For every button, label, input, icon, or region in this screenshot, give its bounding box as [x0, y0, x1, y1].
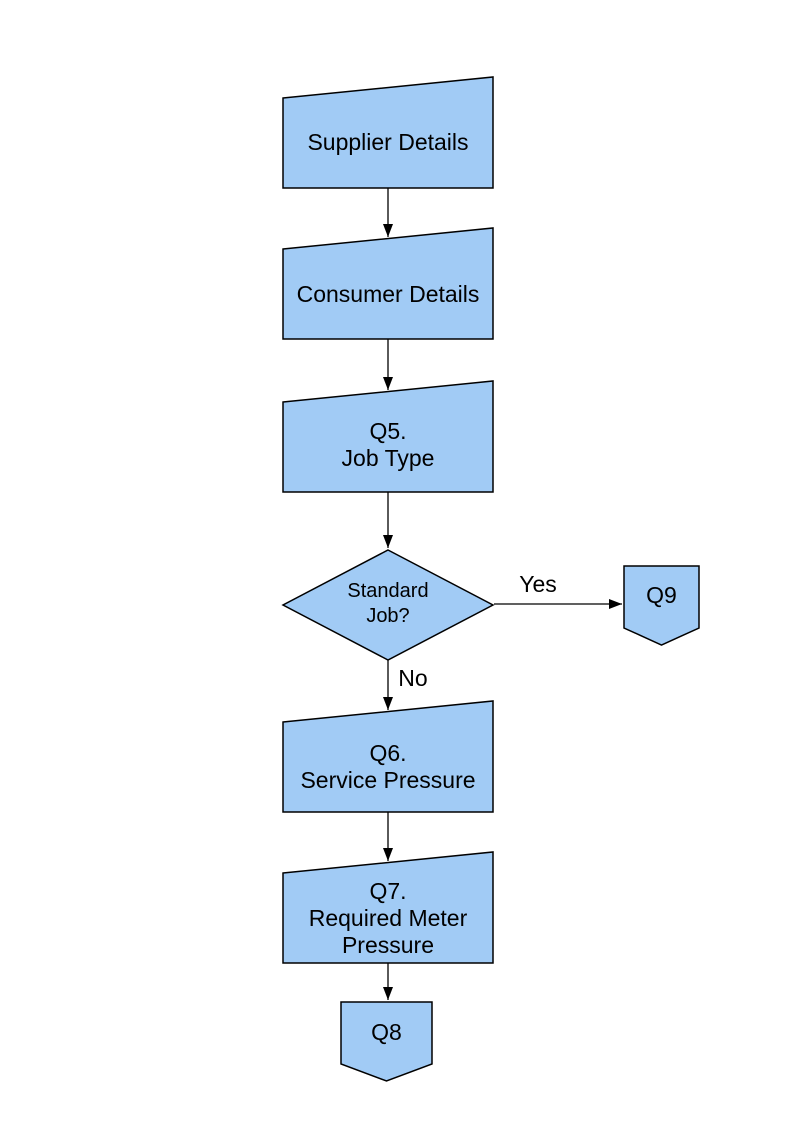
standard-job-decision-label: Standard Job?: [347, 580, 429, 627]
q8-connector-shape: [340, 1001, 433, 1082]
supplier-details-label: Supplier Details: [307, 129, 469, 155]
q9-connector-label: Q9: [646, 582, 677, 608]
consumer-details-shape: [282, 227, 494, 340]
consumer-details-label: Consumer Details: [296, 281, 480, 307]
supplier-details-shape: [282, 76, 494, 189]
q7-required-meter-pressure-label: Q7. Required Meter Pressure: [308, 878, 468, 958]
q5-job-type-label: Q5. Job Type: [341, 418, 435, 471]
yes-branch-label: Yes: [519, 571, 557, 597]
q5-job-type-shape: [282, 380, 494, 493]
q9-connector-shape: [623, 565, 700, 646]
q6-service-pressure-shape: [282, 700, 494, 813]
q7-required-meter-pressure-shape: [282, 851, 494, 964]
q8-connector-label: Q8: [371, 1019, 402, 1045]
no-branch-label: No: [398, 665, 428, 691]
q6-service-pressure-label: Q6. Service Pressure: [300, 740, 476, 793]
